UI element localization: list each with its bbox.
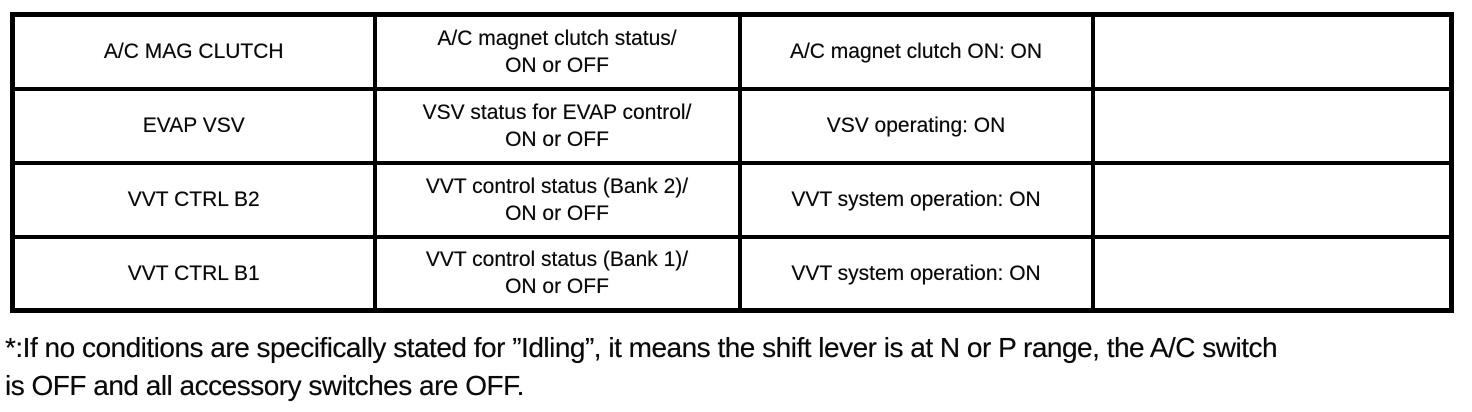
table-row: VVT CTRL B1 VVT control status (Bank 1)/… [10,234,1454,313]
footnote-line: *:If no conditions are specifically stat… [5,332,1278,363]
footnote-line: is OFF and all accessory switches are OF… [5,370,524,401]
cell-note-empty [1090,12,1454,91]
description-line: ON or OFF [505,201,609,225]
cell-note-empty [1090,160,1454,239]
cell-description: A/C magnet clutch status/ ON or OFF [372,12,742,91]
cell-item-name: VVT CTRL B2 [10,160,377,239]
cell-note-empty [1090,234,1454,313]
description-line: ON or OFF [505,127,609,151]
cell-item-name: VVT CTRL B1 [10,234,377,313]
cell-description: VVT control status (Bank 1)/ ON or OFF [372,234,742,313]
description-line: A/C magnet clutch status/ [437,26,677,50]
description-line: VVT control status (Bank 1)/ [425,248,689,272]
cell-item-name: EVAP VSV [10,86,377,165]
cell-condition: A/C magnet clutch ON: ON [737,12,1095,91]
cell-condition: VVT system operation: ON [737,234,1095,313]
description-line: ON or OFF [505,53,609,77]
description-line: VSV status for EVAP control/ [422,100,692,124]
cell-condition: VSV operating: ON [737,86,1095,165]
table-row: EVAP VSV VSV status for EVAP control/ ON… [10,86,1454,165]
cell-condition: VVT system operation: ON [737,160,1095,239]
description-line: VVT control status (Bank 2)/ [425,174,689,198]
data-list-table: A/C MAG CLUTCH A/C magnet clutch status/… [10,12,1454,313]
cell-note-empty [1090,86,1454,165]
description-line: ON or OFF [505,275,609,299]
cell-description: VSV status for EVAP control/ ON or OFF [372,86,742,165]
cell-item-name: A/C MAG CLUTCH [10,12,377,91]
cell-description: VVT control status (Bank 2)/ ON or OFF [372,160,742,239]
table-row: VVT CTRL B2 VVT control status (Bank 2)/… [10,160,1454,239]
table-row: A/C MAG CLUTCH A/C magnet clutch status/… [10,12,1454,91]
footnote: *:If no conditions are specifically stat… [5,329,1467,405]
